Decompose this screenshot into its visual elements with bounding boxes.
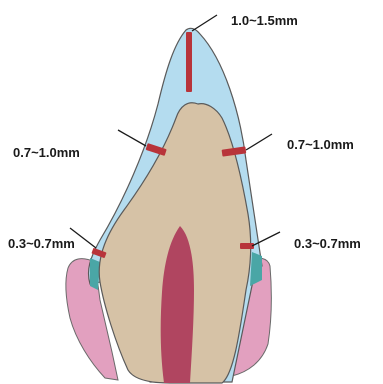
incisal-thickness-marker (186, 32, 192, 92)
right-cervical-thickness-marker (240, 243, 254, 249)
incisal-leader-line (192, 15, 217, 31)
incisal-thickness-label: 1.0~1.5mm (231, 13, 298, 28)
left-middle-leader-line (118, 130, 146, 146)
right-cervical-thickness-label: 0.3~0.7mm (294, 236, 361, 251)
left-middle-thickness-label: 0.7~1.0mm (13, 145, 80, 160)
left-cervical-thickness-label: 0.3~0.7mm (8, 236, 75, 251)
margin-right (250, 252, 262, 286)
right-middle-thickness-label: 0.7~1.0mm (287, 137, 354, 152)
right-middle-leader-line (246, 134, 272, 150)
